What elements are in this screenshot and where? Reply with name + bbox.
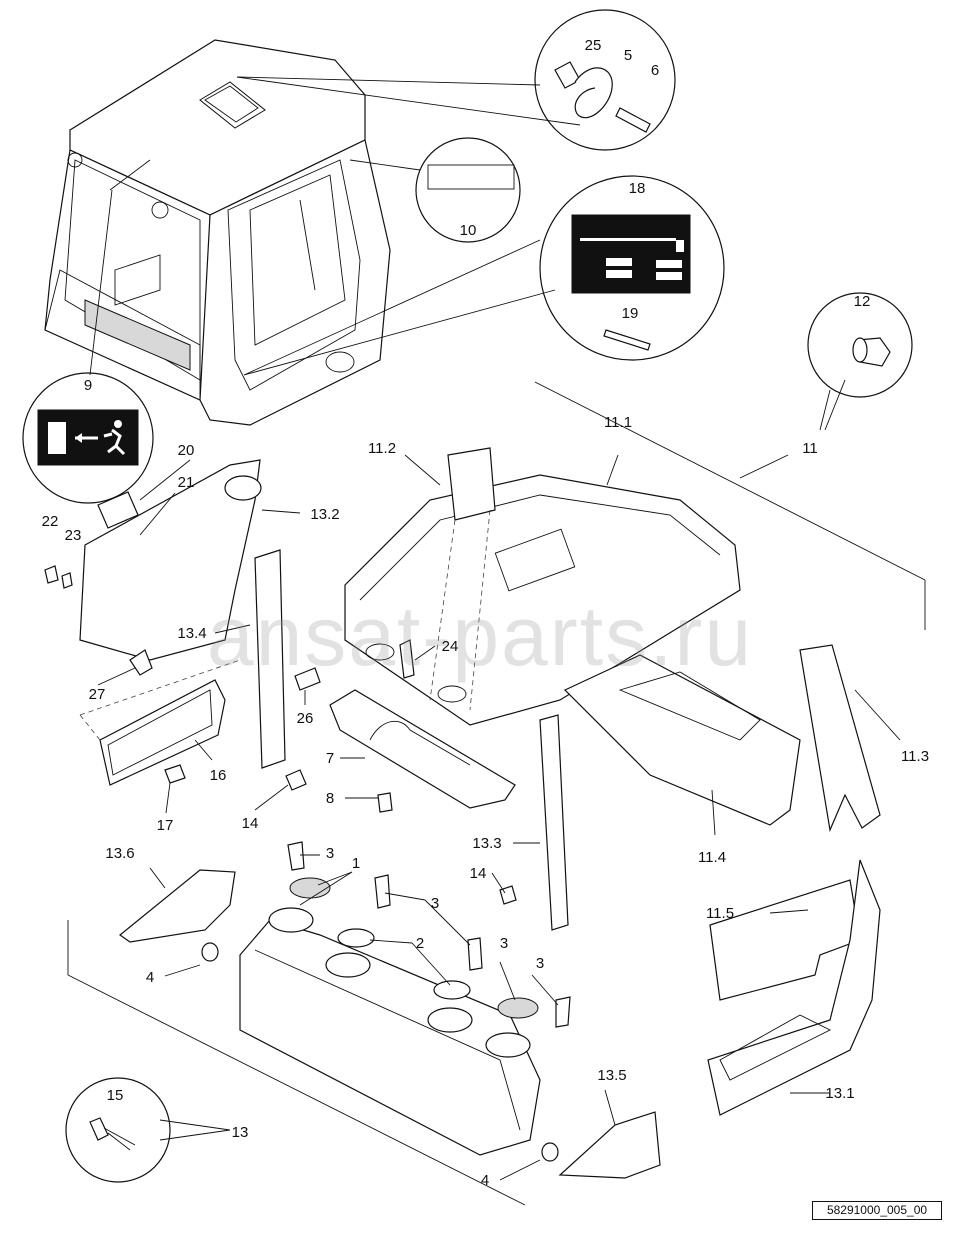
callout-10: 10 [460,222,477,239]
callout-27: 27 [89,686,106,703]
callout-13-1: 13.1 [825,1085,854,1102]
detail-label-plate [349,137,521,243]
detail-clip-fastener [236,9,676,151]
callout-15: 15 [107,1087,124,1104]
callout-14-a: 14 [242,815,259,832]
detail-screw [65,920,526,1206]
callout-5: 5 [624,47,632,64]
callout-13: 13 [232,1124,249,1141]
air-duct-assembly [119,841,661,1179]
callout-12: 12 [854,293,871,310]
drawing-reference: 58291000_005_00 [812,1201,942,1220]
callout-11: 11 [802,440,818,457]
callout-1-a: 1 [352,855,360,872]
callout-22: 22 [42,513,59,530]
callout-2: 2 [416,935,424,952]
detail-exit-sign [22,189,154,504]
callout-11-2: 11.2 [368,440,396,457]
side-panels [44,459,286,786]
callout-11-1: 11.1 [604,414,632,431]
callout-11-5: 11.5 [706,905,734,922]
detail-nameplate [243,175,725,376]
callout-3-d: 3 [536,955,544,972]
callout-13-4: 13.4 [177,625,206,642]
callout-labels: 25 5 6 10 18 19 12 9 11 11.1 11.2 11.3 1… [42,37,929,1189]
callout-13-2: 13.2 [310,506,339,523]
callout-13-5: 13.5 [597,1067,626,1084]
callout-25: 25 [585,37,602,54]
roof-liner-assembly [344,381,926,1116]
callout-3-b: 3 [431,895,439,912]
callout-4-a: 4 [146,969,154,986]
callout-26: 26 [297,710,314,727]
cab-illustration [44,39,391,426]
callout-11-4: 11.4 [698,849,726,866]
mirror-handle [164,667,516,813]
callout-23: 23 [65,527,82,544]
callout-20: 20 [178,442,195,459]
callout-14-b: 14 [470,865,487,882]
leader-lines [97,379,901,1181]
callout-13-3: 13.3 [472,835,501,852]
callout-18: 18 [629,180,646,197]
callout-9: 9 [84,377,92,394]
callout-4-b: 4 [481,1172,489,1189]
callout-24: 24 [442,638,459,655]
callout-13-6: 13.6 [105,845,134,862]
callout-19: 19 [622,305,639,322]
callout-8: 8 [326,790,334,807]
callout-21: 21 [178,474,195,491]
callout-17: 17 [157,817,174,834]
callout-11-3: 11.3 [901,748,929,765]
callout-3-a: 3 [326,845,334,862]
callout-6: 6 [651,62,659,79]
watermark: ansat-parts.ru [207,589,753,683]
detail-plug [807,292,913,398]
callout-3-c: 3 [500,935,508,952]
callout-7: 7 [326,750,334,767]
callout-16: 16 [210,767,227,784]
